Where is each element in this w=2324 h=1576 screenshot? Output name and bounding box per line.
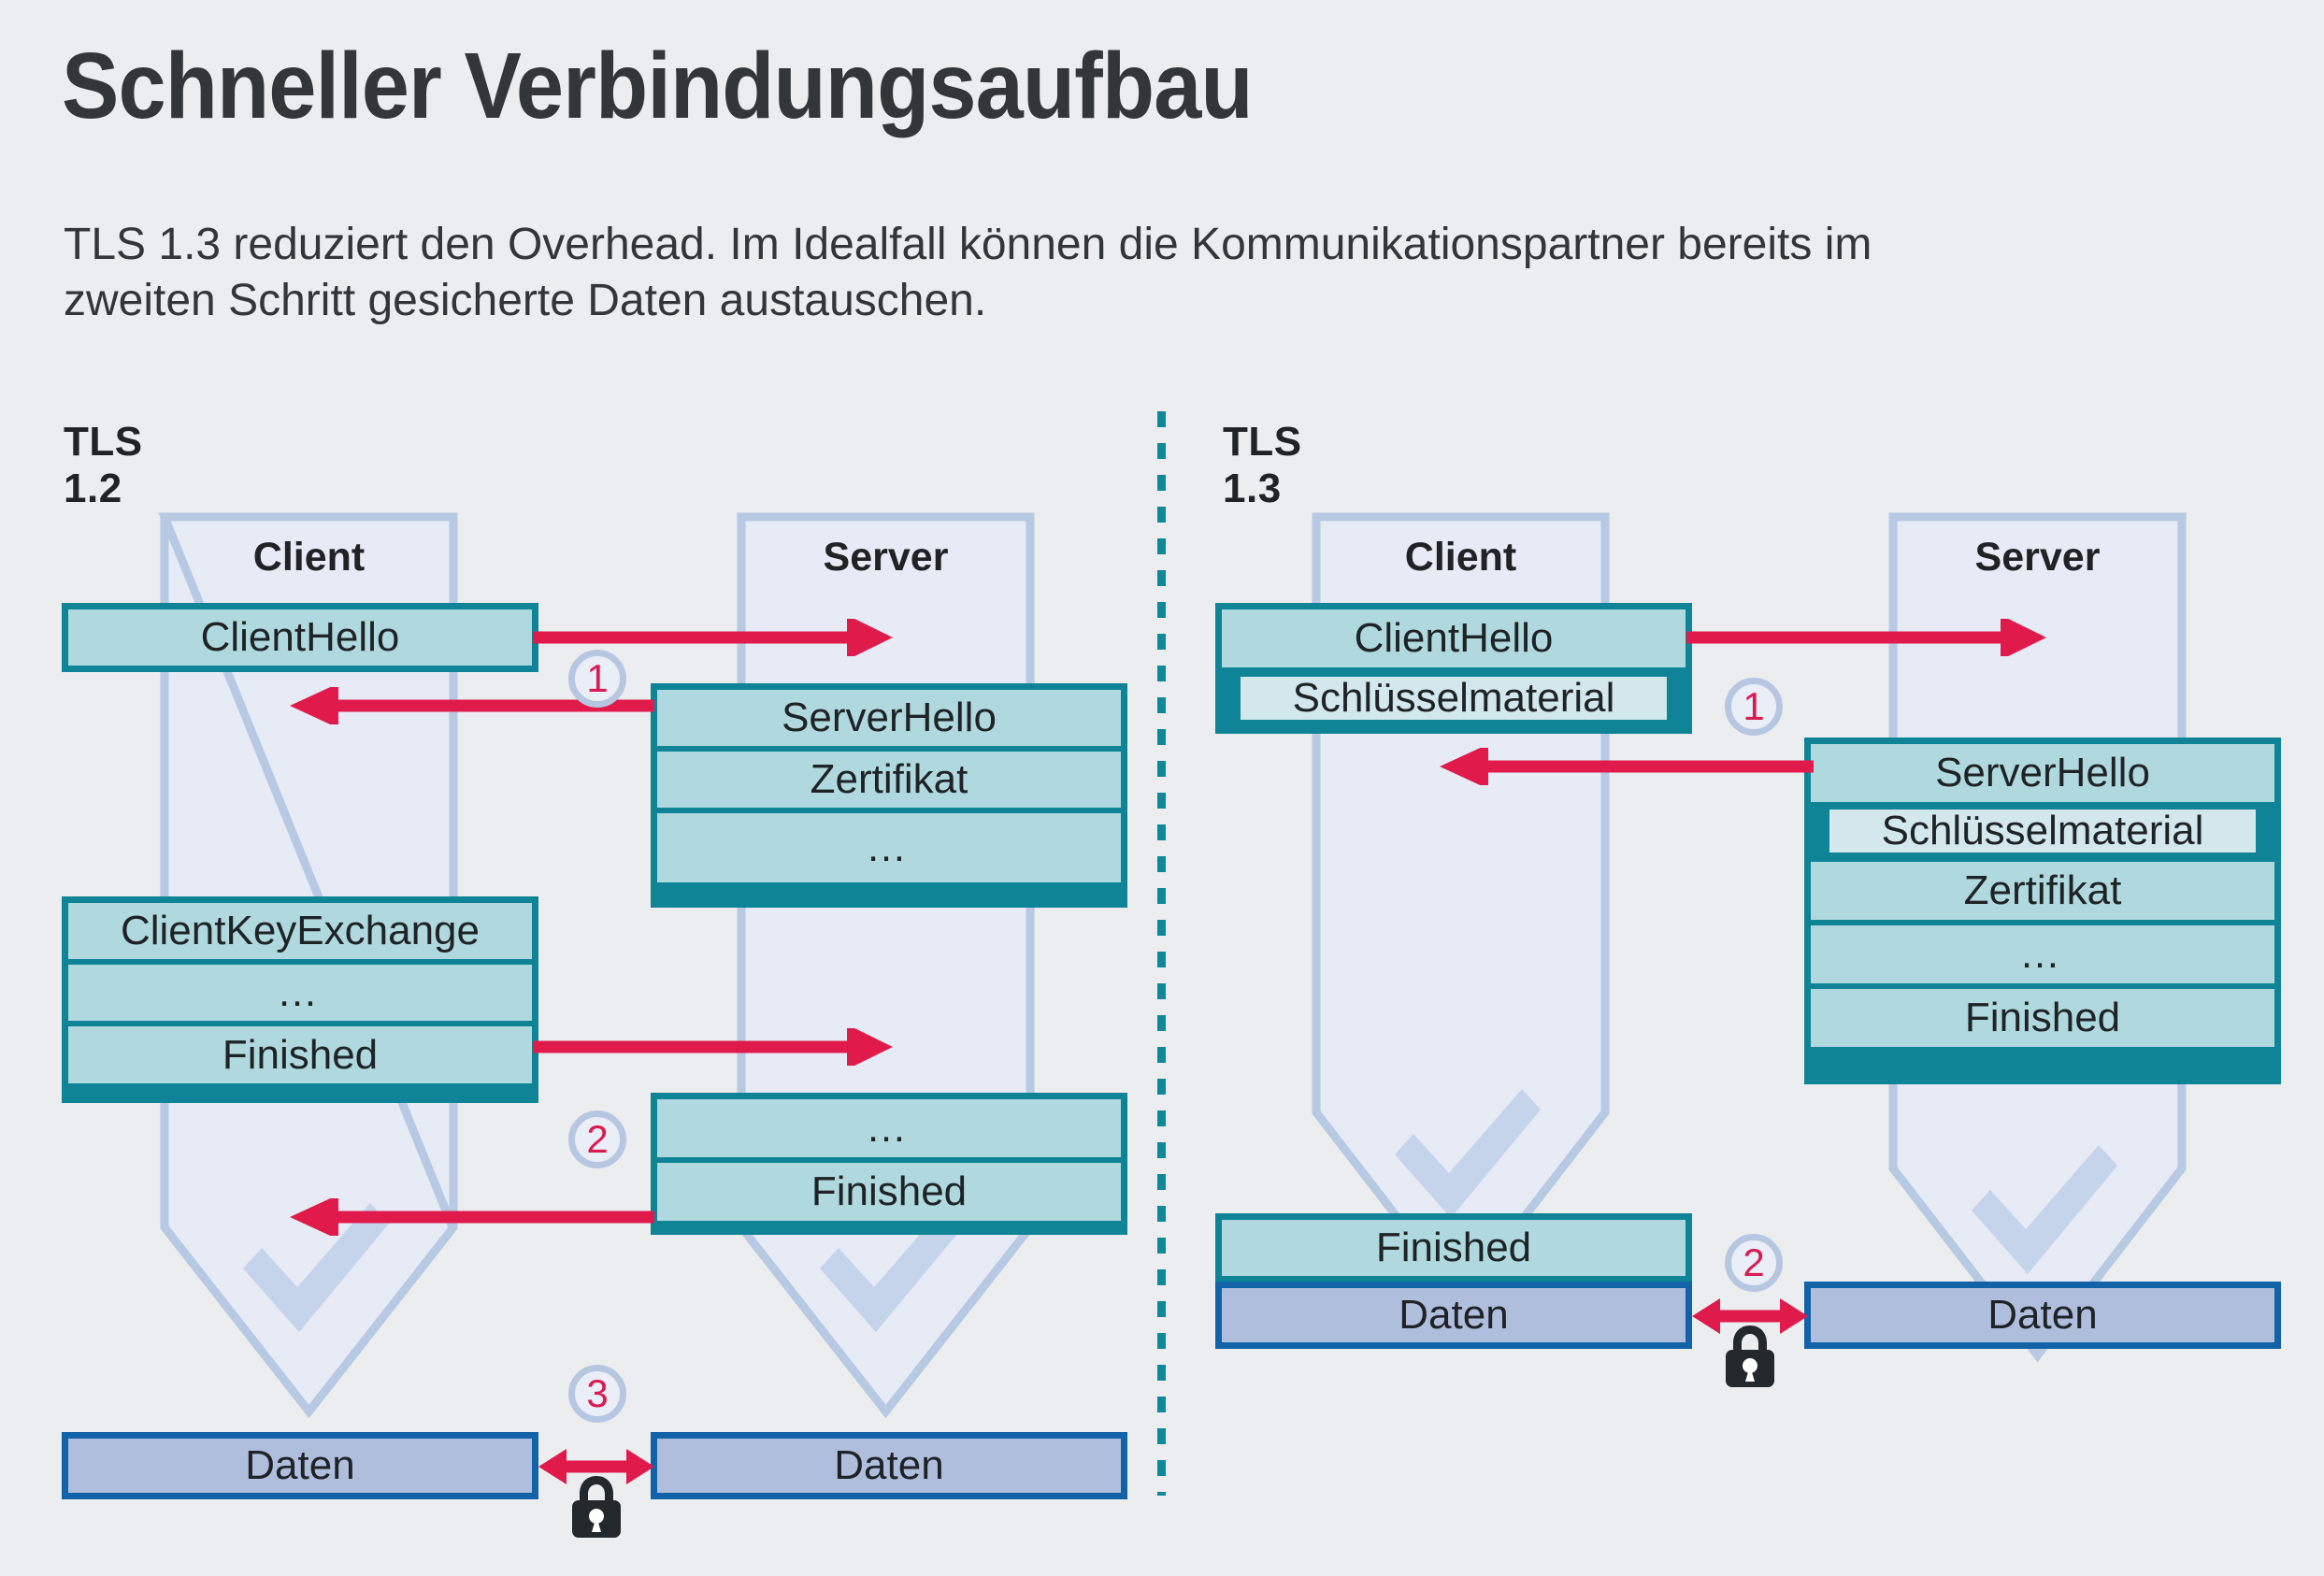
data-box-client-tls13: Daten xyxy=(1215,1282,1692,1349)
step-badge-1-tls12: 1 xyxy=(568,650,626,708)
step-badge-3-tls12: 3 xyxy=(568,1365,626,1423)
arrow-client-to-server-1-tls13 xyxy=(1686,619,2046,656)
lane-label-server-tls13: Server xyxy=(1974,535,2101,580)
lane-label-client-tls13: Client xyxy=(1404,535,1517,580)
panel-title-tls12: TLS 1.2 xyxy=(64,419,143,511)
message-row: … xyxy=(657,1099,1121,1157)
lock-icon xyxy=(567,1474,625,1540)
arrow-server-to-client-1-tls13 xyxy=(1440,748,1814,785)
message-group-serverhello-tls13: ServerHello Schlüsselmaterial Zertifikat… xyxy=(1804,738,2281,1084)
arrow-bidirectional-tls13 xyxy=(1692,1297,1808,1336)
message-group-clienthello-tls13: ClientHello Schlüsselmaterial xyxy=(1215,603,1692,734)
message-row-inset: Schlüsselmaterial xyxy=(1824,804,2261,858)
step-badge-2-tls12: 2 xyxy=(568,1110,626,1168)
message-row: ClientHello xyxy=(1222,609,1686,667)
arrow-bidirectional-tls12 xyxy=(538,1447,654,1486)
panel-title-tls13: TLS 1.3 xyxy=(1223,419,1302,511)
message-row: Finished xyxy=(657,1163,1121,1221)
data-box-client-tls12: Daten xyxy=(62,1432,538,1499)
message-row: Finished xyxy=(1811,989,2274,1047)
lock-icon xyxy=(1721,1324,1779,1389)
arrow-client-to-server-2-tls12 xyxy=(533,1028,893,1066)
arrow-server-to-client-2-tls12 xyxy=(290,1198,654,1236)
message-row: ClientHello xyxy=(68,609,532,666)
message-row: ServerHello xyxy=(657,690,1121,746)
page-title: Schneller Verbindungsaufbau xyxy=(62,34,1254,138)
page-subtitle: TLS 1.3 reduziert den Overhead. Im Ideal… xyxy=(64,220,1872,325)
message-group-clienthello-tls12: ClientHello xyxy=(62,603,538,672)
message-row: Zertifikat xyxy=(1811,862,2274,920)
message-row-inset: Schlüsselmaterial xyxy=(1235,671,1672,725)
message-row: … xyxy=(1811,925,2274,983)
message-group-finished-tls13: Finished xyxy=(1215,1213,1692,1282)
step-badge-1-tls13: 1 xyxy=(1725,678,1783,736)
panel-divider xyxy=(1157,411,1166,1496)
arrow-client-to-server-1-tls12 xyxy=(533,619,893,656)
message-row: ClientKeyExchange xyxy=(68,903,532,959)
message-row: … xyxy=(657,813,1121,882)
message-group-finished-tls12: … Finished xyxy=(651,1093,1127,1235)
message-group-serverhello-tls12: ServerHello Zertifikat … xyxy=(651,683,1127,908)
message-group-clientkeyexchange-tls12: ClientKeyExchange … Finished xyxy=(62,896,538,1103)
message-row: … xyxy=(68,965,532,1021)
data-box-server-tls12: Daten xyxy=(651,1432,1127,1499)
message-row: ServerHello xyxy=(1811,744,2274,802)
lane-label-client-tls12: Client xyxy=(252,535,366,580)
message-row: Finished xyxy=(68,1026,532,1083)
message-row: Zertifikat xyxy=(657,752,1121,808)
lane-label-server-tls12: Server xyxy=(823,535,949,580)
message-row: Finished xyxy=(1222,1220,1686,1276)
data-box-server-tls13: Daten xyxy=(1804,1282,2281,1349)
step-badge-2-tls13: 2 xyxy=(1725,1234,1783,1292)
